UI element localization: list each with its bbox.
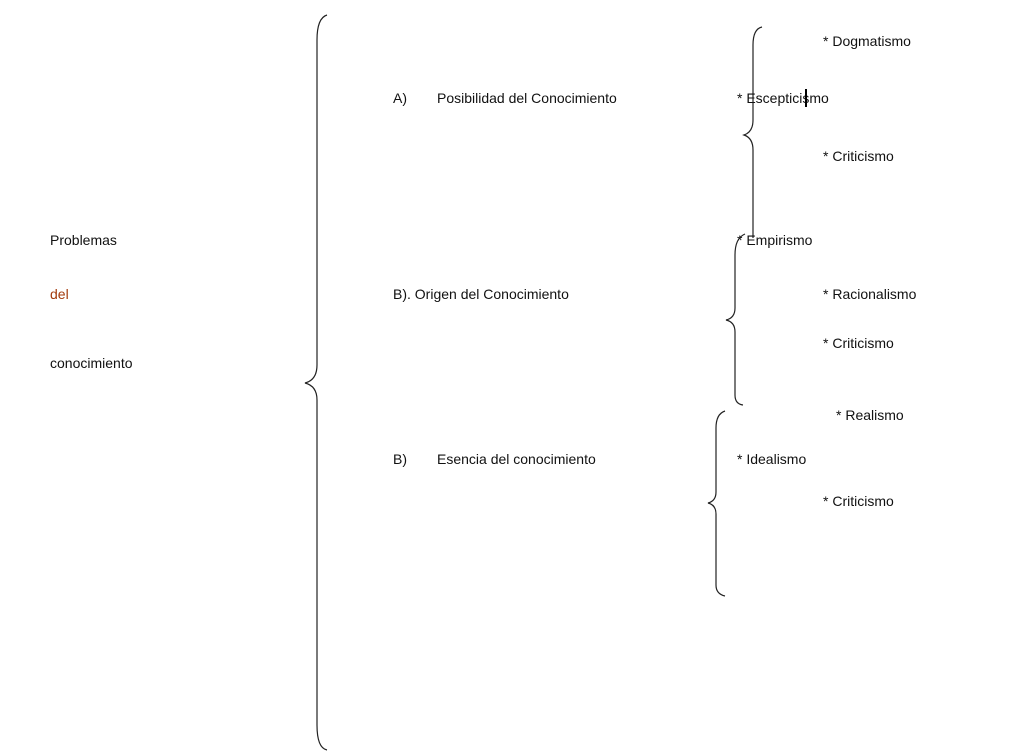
item-criticismo-b: * Criticismo: [823, 335, 894, 351]
root-label-conocimiento: conocimiento: [50, 355, 133, 371]
item-dogmatismo: * Dogmatismo: [823, 33, 911, 49]
item-racionalismo: * Racionalismo: [823, 286, 917, 302]
root-label-del: del: [50, 286, 69, 302]
text-cursor: [805, 89, 807, 107]
item-escepticismo: * Escepticismo: [737, 90, 829, 106]
item-criticismo-a: * Criticismo: [823, 148, 894, 164]
item-idealismo: * Idealismo: [737, 451, 807, 467]
brace-esencia: [707, 410, 726, 597]
item-realismo: * Realismo: [836, 407, 904, 423]
branch-c-prefix: B): [393, 451, 407, 467]
main-brace: [304, 14, 328, 751]
branch-a-prefix: A): [393, 90, 407, 106]
branch-c-label: Esencia del conocimiento: [437, 451, 596, 467]
brace-posibilidad: [742, 26, 763, 238]
item-empirismo: * Empirismo: [737, 232, 813, 248]
item-criticismo-c: * Criticismo: [823, 493, 894, 509]
branch-a-label: Posibilidad del Conocimiento: [437, 90, 617, 106]
branch-b-label: B). Origen del Conocimiento: [393, 286, 569, 302]
root-label-problemas: Problemas: [50, 232, 117, 248]
brace-origen: [725, 233, 746, 406]
